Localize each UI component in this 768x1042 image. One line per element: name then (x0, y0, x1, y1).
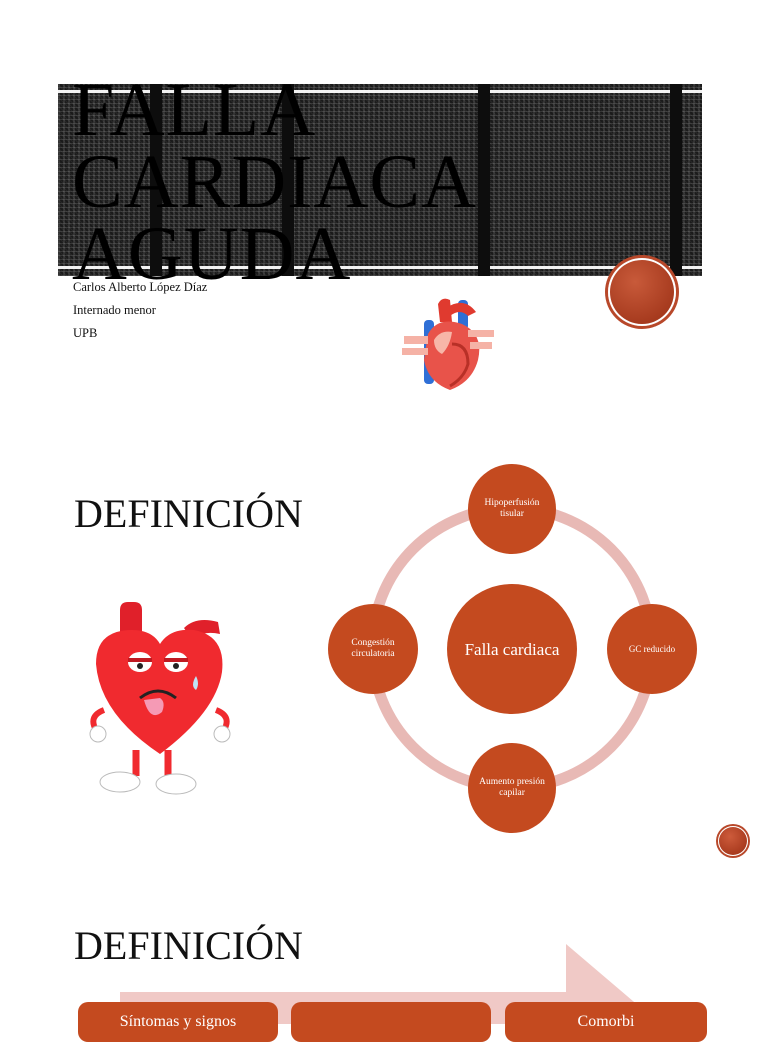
diagram-node-right: GC reducido (607, 604, 697, 694)
title-line-3: AGUDA (72, 212, 352, 296)
decorative-orb (608, 258, 676, 326)
diagram-node-label: GC reducido (628, 643, 676, 654)
process-box-2 (291, 1002, 491, 1042)
diagram-node-left: Congestión circulatoria (328, 604, 418, 694)
diagram-node-label: Congestión circulatoria (351, 638, 395, 659)
author-role: Internado menor (73, 303, 156, 317)
sick-heart-cartoon (89, 602, 231, 795)
slide-title-definicion: DEFINICIÓN (74, 923, 303, 968)
title-line-2: CARDIACA (72, 140, 477, 224)
slide-title-definicion: DEFINICIÓN (74, 491, 303, 536)
decorative-orb (718, 826, 748, 856)
process-box-label: Comorbi (577, 1013, 635, 1030)
process-box-3: Comorbi (505, 1002, 707, 1042)
author-name: Carlos Alberto López Díaz (73, 280, 208, 294)
diagram-node-label: Aumento presión capilar (479, 777, 545, 798)
title-texture-band (58, 84, 702, 276)
diagram-node-top: Hipoperfusión tisular (468, 464, 556, 554)
title-line-1: FALLA (72, 68, 317, 152)
diagram-node-bottom: Aumento presión capilar (468, 743, 556, 833)
process-box-label: Síntomas y signos (119, 1013, 237, 1030)
process-box-1: Síntomas y signos (78, 1002, 278, 1042)
anatomical-heart-icon (402, 298, 494, 390)
diagram-center-node: Falla cardiaca (447, 584, 577, 714)
diagram-node-label: Hipoperfusión tisular (484, 498, 540, 519)
institution: UPB (73, 326, 98, 340)
diagram-center-label: Falla cardiaca (464, 639, 560, 659)
presentation-title: FALLA CARDIACA AGUDA (72, 68, 477, 296)
